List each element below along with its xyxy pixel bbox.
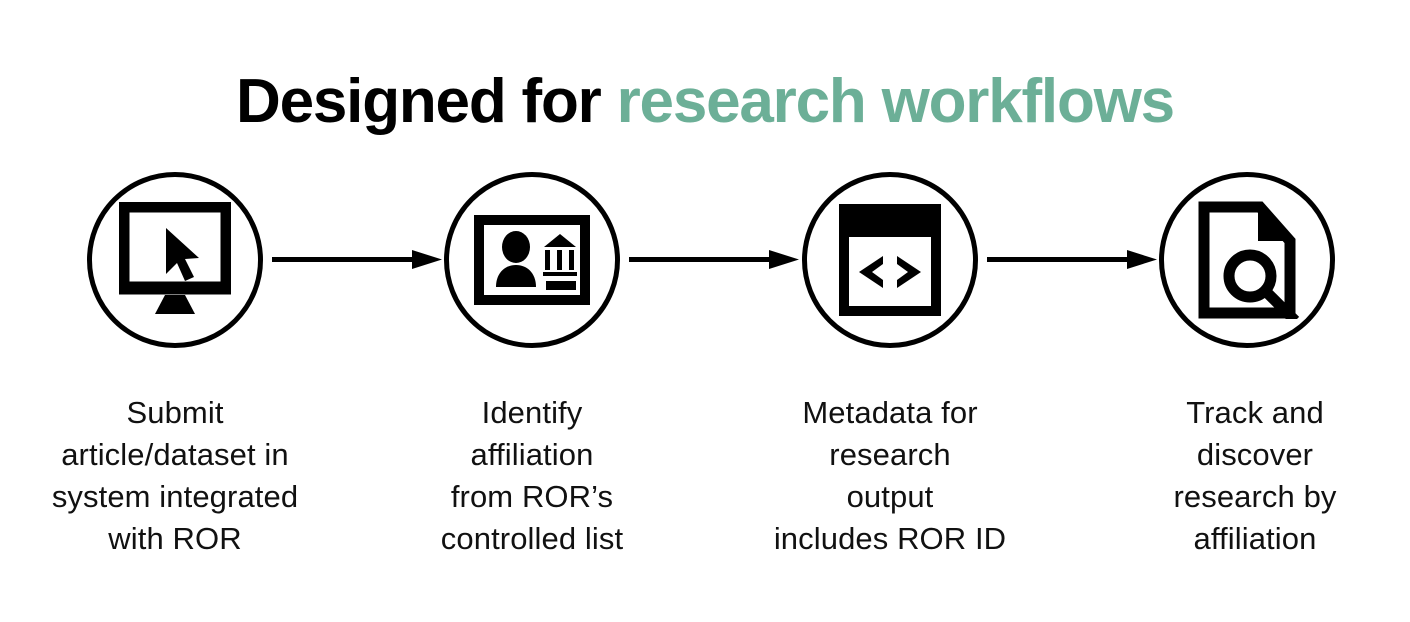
caption-submit: Submit article/dataset in system integra… — [0, 392, 350, 560]
caption-line: affiliation — [1193, 521, 1317, 556]
caption-line: with ROR — [108, 521, 242, 556]
caption-line: Track and — [1186, 395, 1324, 430]
workflow-step-identify — [442, 150, 622, 370]
page-title-lead: Designed for — [236, 66, 617, 136]
workflow-step-track — [1157, 150, 1337, 370]
caption-line: discover — [1196, 437, 1314, 472]
monitor-cursor-icon — [119, 202, 231, 318]
workflow-diagram — [0, 150, 1410, 380]
caption-line: affiliation — [470, 437, 594, 472]
code-window-icon — [839, 204, 941, 316]
caption-line: Identify — [481, 395, 583, 430]
caption-line: from ROR’s — [450, 479, 614, 514]
caption-metadata: Metadata for research output includes RO… — [740, 392, 1040, 560]
caption-line: Submit — [126, 395, 224, 430]
caption-track: Track and discover research by affiliati… — [1110, 392, 1400, 560]
caption-line: controlled list — [440, 521, 624, 556]
caption-line: output — [846, 479, 934, 514]
workflow-step-metadata — [800, 150, 980, 370]
step-circle-metadata — [802, 172, 978, 348]
id-card-institution-icon — [474, 215, 590, 305]
step-circle-identify — [444, 172, 620, 348]
document-search-icon — [1192, 201, 1302, 319]
caption-line: Metadata for — [802, 395, 978, 430]
caption-line: includes ROR ID — [773, 521, 1007, 556]
arrow-right-icon-2 — [629, 248, 799, 272]
workflow-captions: Submit article/dataset in system integra… — [0, 392, 1410, 592]
caption-identify: Identify affiliation from ROR’s controll… — [392, 392, 672, 560]
arrow-right-icon-3 — [987, 248, 1157, 272]
caption-line: system integrated — [51, 479, 299, 514]
step-circle-submit — [87, 172, 263, 348]
caption-line: research — [829, 437, 951, 472]
caption-line: article/dataset in — [61, 437, 289, 472]
page-title-accent: research workflows — [616, 66, 1176, 136]
page-title: Designed for research workflows — [0, 62, 1410, 142]
step-circle-track — [1159, 172, 1335, 348]
workflow-step-submit — [85, 150, 265, 370]
arrow-right-icon-1 — [272, 248, 442, 272]
caption-line: research by — [1173, 479, 1337, 514]
